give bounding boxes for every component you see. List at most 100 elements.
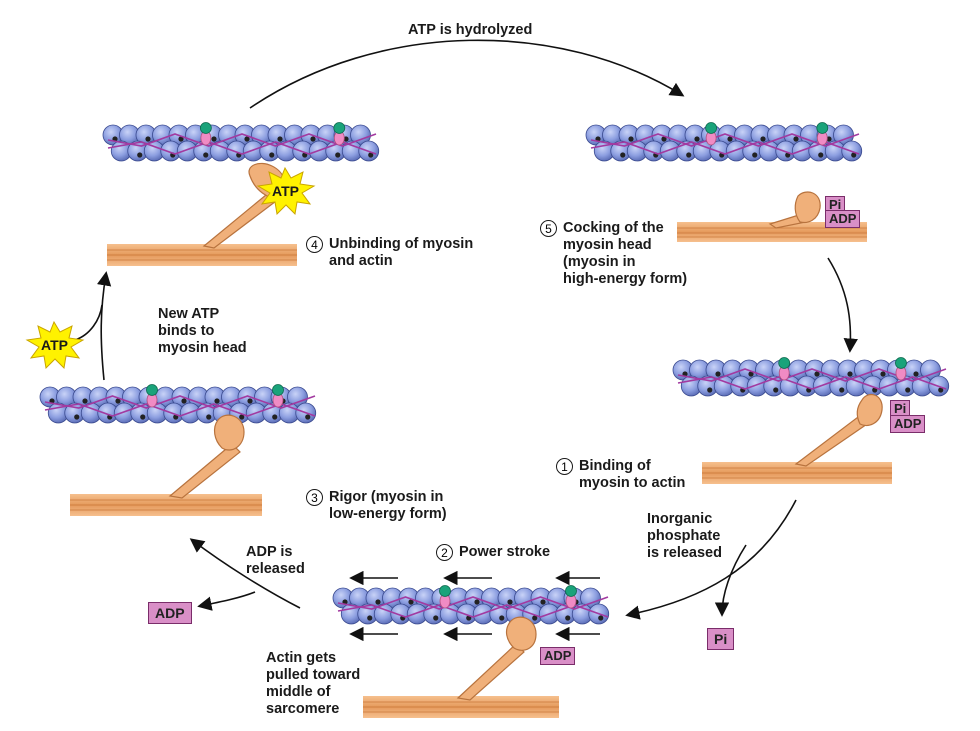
- myosin-binding-site: [839, 387, 845, 393]
- atp-burst-left: [25, 320, 85, 370]
- myosin-binding-site: [661, 136, 667, 142]
- step-4-number: 4: [306, 236, 323, 253]
- arrow-atp-binds: [74, 304, 103, 341]
- myosin-binding-site: [715, 371, 721, 377]
- myosin-binding-site: [818, 152, 824, 158]
- arrow-adp-release: [197, 591, 256, 611]
- adp-released-tag: ADP: [148, 602, 192, 624]
- adp-tag-bottom: ADP: [540, 647, 576, 665]
- step-4-text: Unbinding of myosin and actin: [329, 236, 474, 269]
- atp-label-left: ATP: [41, 337, 68, 353]
- myosin-binding-site: [244, 136, 250, 142]
- myosin-binding-site: [598, 615, 604, 621]
- step-5-number: 5: [540, 220, 557, 237]
- myosin-binding-site: [214, 398, 220, 404]
- step-3-text: Rigor (myosin in low-energy form): [329, 489, 447, 522]
- myosin-binding-site: [247, 398, 253, 404]
- pi-released-tag: Pi: [707, 628, 735, 650]
- step-2-text: Power stroke: [459, 544, 551, 560]
- pi-released-label: Inorganic phosphate is released: [647, 511, 722, 561]
- calcium-ion: [272, 384, 284, 396]
- myosin-neck-bottom: [456, 643, 525, 701]
- step-2-label: 2 Power stroke: [436, 544, 550, 561]
- myosin-binding-site: [277, 136, 283, 142]
- thick-filament-left: [70, 494, 262, 516]
- myosin-head-left: [213, 414, 245, 451]
- atp-burst-top: [256, 166, 316, 216]
- calcium-ion: [199, 122, 212, 134]
- myosin-binding-site: [239, 414, 245, 420]
- myosin-binding-site: [851, 152, 857, 158]
- calcium-ion: [705, 122, 717, 134]
- step-3-label: 3 Rigor (myosin in low-energy form): [306, 489, 447, 523]
- myosin-binding-site: [140, 414, 146, 420]
- myosin-binding-site: [474, 599, 480, 605]
- myosin-binding-site: [532, 615, 538, 621]
- myosin-binding-site: [375, 599, 381, 605]
- myosin-binding-site: [938, 387, 944, 393]
- myosin-binding-site: [748, 371, 754, 377]
- myosin-binding-site: [847, 371, 853, 377]
- myosin-binding-site: [178, 136, 184, 142]
- calcium-ion: [778, 357, 791, 369]
- calcium-ion: [895, 357, 907, 369]
- arrow-atp-hydrolyzed: [249, 39, 685, 109]
- myosin-binding-site: [343, 136, 349, 142]
- tropomyosin-strand: [44, 395, 316, 409]
- myosin-binding-site: [206, 414, 212, 420]
- calcium-ion: [333, 122, 346, 134]
- myosin-head-top-right: [794, 191, 821, 224]
- myosin-binding-site: [137, 152, 143, 158]
- myosin-binding-site: [367, 615, 373, 621]
- cycle-arrows: [74, 39, 858, 620]
- myosin-binding-site: [752, 152, 758, 158]
- myosin-binding-site: [686, 152, 692, 158]
- atp-hydrolyzed-label: ATP is hydrolyzed: [408, 22, 533, 38]
- step-1-text: Binding of myosin to actin: [579, 458, 686, 491]
- myosin-binding-site: [793, 136, 799, 142]
- adp-released-label: ADP is released: [246, 544, 305, 577]
- step-3-number: 3: [306, 489, 323, 506]
- tropomyosin-strand: [337, 604, 609, 618]
- tropomyosin-strand: [677, 376, 947, 390]
- myosin-binding-site: [694, 136, 700, 142]
- arrow-to-power-stroke: [625, 499, 797, 620]
- step-5-text: Cocking of the myosin head (myosin in hi…: [563, 220, 688, 287]
- myosin-binding-site: [408, 599, 414, 605]
- myosin-binding-site: [826, 136, 832, 142]
- myosin-binding-site: [620, 152, 626, 158]
- myosin-binding-site: [310, 136, 316, 142]
- myosin-heads: [168, 162, 883, 701]
- myosin-binding-site: [272, 414, 278, 420]
- myosin-binding-site: [905, 387, 911, 393]
- myosin-binding-site: [203, 152, 209, 158]
- myosin-binding-site: [507, 599, 513, 605]
- tropomyosin-strand: [590, 133, 860, 147]
- calcium-ion: [439, 585, 451, 597]
- myosin-binding-site: [82, 398, 88, 404]
- myosin-binding-site: [269, 152, 275, 158]
- step-4-label: 4 Unbinding of myosin and actin: [306, 236, 473, 270]
- step-1-number: 1: [556, 458, 573, 475]
- myosin-binding-site: [727, 136, 733, 142]
- adp-tag-top-right: ADP: [825, 210, 861, 228]
- arrow-to-rigor: [189, 538, 301, 609]
- arrow-pi-release: [714, 544, 747, 617]
- myosin-binding-site: [335, 152, 341, 158]
- myosin-head-bottom: [505, 616, 537, 651]
- arrow-to-binding: [827, 257, 858, 353]
- thick-filament-top-right: [677, 222, 867, 242]
- myosin-binding-site: [628, 136, 634, 142]
- myosin-binding-site: [540, 599, 546, 605]
- actin-right: [672, 357, 950, 397]
- myosin-binding-site: [181, 398, 187, 404]
- thick-filament-right: [702, 462, 892, 484]
- new-atp-label: New ATP binds to myosin head: [158, 306, 247, 356]
- tropomyosin-strand: [44, 403, 316, 417]
- step-5-label: 5 Cocking of the myosin head (myosin in …: [540, 220, 687, 288]
- thick-filament-bottom: [363, 696, 559, 718]
- atp-burst-left-shape: [25, 320, 85, 370]
- myosin-binding-site: [305, 414, 311, 420]
- actin-pulled-label: Actin gets pulled toward middle of sarco…: [266, 650, 361, 717]
- myosin-binding-site: [433, 615, 439, 621]
